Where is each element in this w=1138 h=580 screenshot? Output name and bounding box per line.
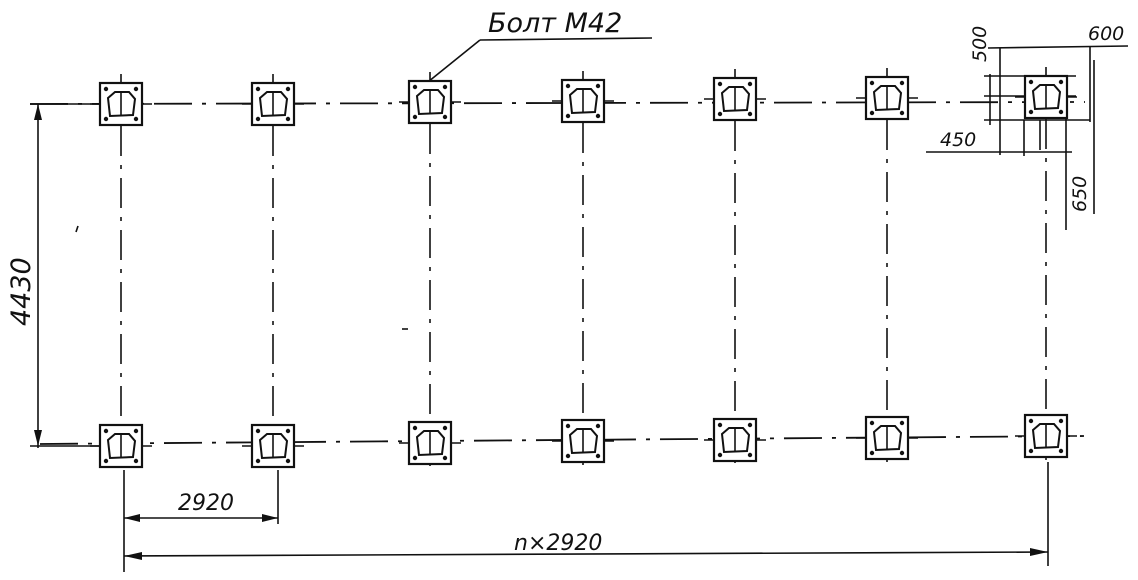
row-spacing-label: 4430 bbox=[6, 257, 37, 326]
base-plate-bottom bbox=[704, 417, 766, 463]
base-plate-bottom bbox=[399, 420, 461, 466]
base-plate-bottom bbox=[1015, 413, 1077, 459]
base-plate-bottom bbox=[90, 423, 152, 469]
base-plate-top bbox=[399, 79, 461, 125]
base-plate-bottom bbox=[856, 415, 918, 461]
bolt-callout: Болт М42 bbox=[417, 8, 653, 91]
base-plate-top bbox=[856, 75, 918, 121]
bolt-label: Болт М42 bbox=[488, 8, 622, 39]
top-row-axis bbox=[29, 101, 1086, 105]
plate-right-side-dimension: 650 bbox=[1069, 176, 1091, 212]
base-plate-top bbox=[1015, 74, 1077, 120]
plate-detail-dimensions: 500 600 450 650 bbox=[926, 23, 1129, 230]
total-length-dimension: n×2920 bbox=[123, 462, 1049, 566]
base-plates bbox=[90, 74, 1077, 469]
column-spacing-dimension: 2920 bbox=[123, 470, 279, 572]
plate-left-dimension: 450 bbox=[940, 129, 976, 151]
row-spacing-dimension: 4430 bbox=[6, 103, 100, 448]
column-axes bbox=[120, 67, 1047, 470]
column-spacing-label: 2920 bbox=[178, 491, 234, 516]
total-length-label: n×2920 bbox=[514, 531, 602, 556]
base-plate-bottom bbox=[552, 418, 614, 464]
plate-top-dimension: 500 bbox=[969, 26, 991, 62]
base-plate-top bbox=[704, 76, 766, 122]
plate-right-top-dimension: 600 bbox=[1088, 23, 1124, 45]
base-plate-top bbox=[90, 81, 152, 127]
scan-mark bbox=[75, 225, 79, 233]
base-plate-top bbox=[242, 81, 304, 127]
base-plate-top bbox=[552, 78, 614, 124]
base-plate-bottom bbox=[242, 423, 304, 469]
